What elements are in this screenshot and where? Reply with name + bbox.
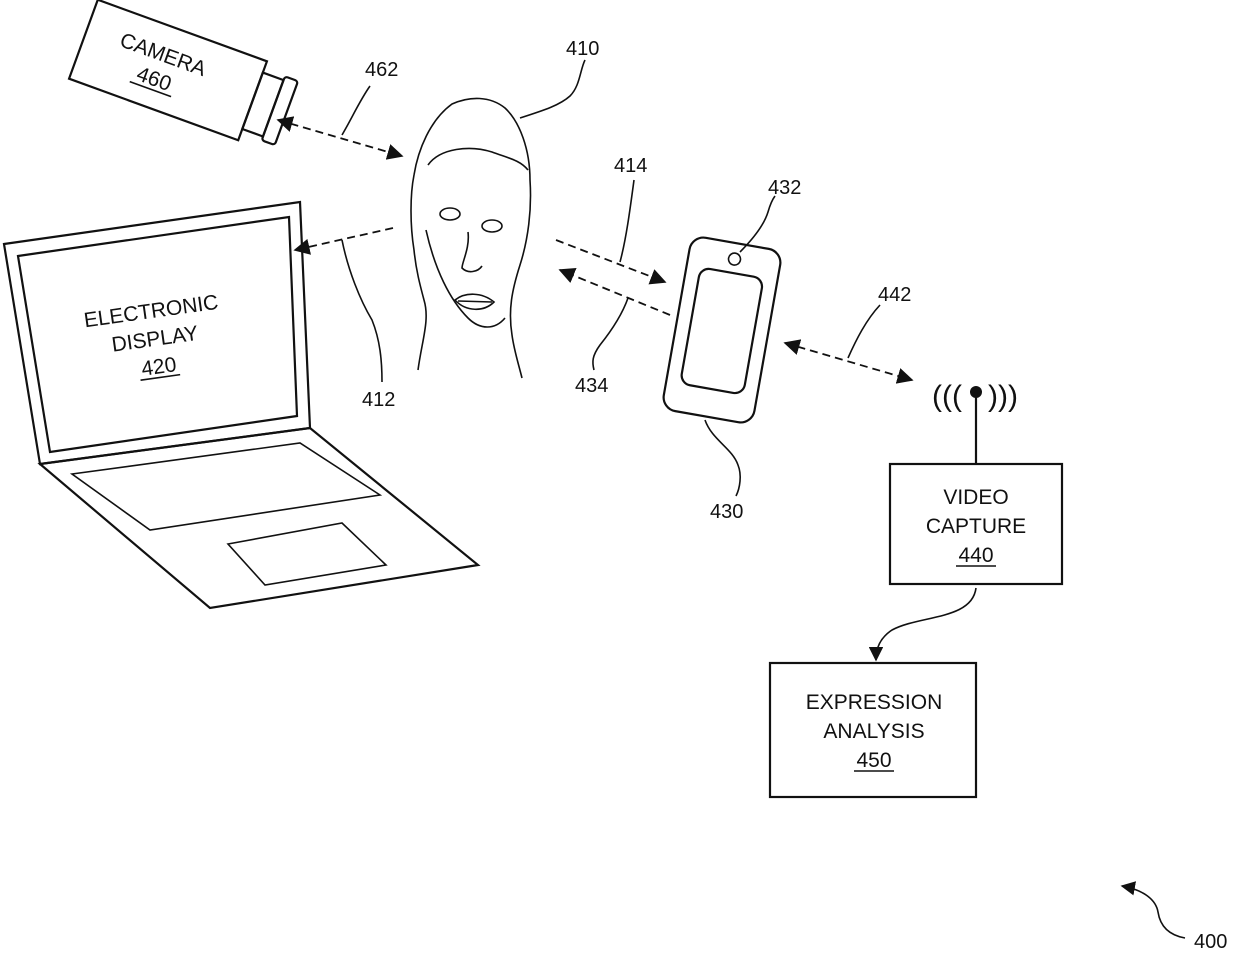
nose-icon xyxy=(462,232,482,272)
label-442: 442 xyxy=(878,284,911,306)
figure-ref-400: 400 xyxy=(1122,886,1227,953)
video-capture-line2: CAPTURE xyxy=(926,515,1026,538)
label-434: 434 xyxy=(575,375,608,397)
leader-line xyxy=(705,420,740,496)
phone-camera-icon xyxy=(728,252,742,266)
leader-line xyxy=(740,196,775,252)
expression-analysis-line2: ANALYSIS xyxy=(823,720,924,743)
expression-analysis-ref: 450 xyxy=(856,749,891,772)
label-414: 414 xyxy=(614,155,647,177)
right-eye-icon xyxy=(482,220,502,232)
keyboard-area xyxy=(72,443,380,530)
leader-line xyxy=(520,60,585,118)
phone-capture-link-442: 442 xyxy=(785,284,912,380)
camera-460: CAMERA 460 xyxy=(69,0,301,153)
hairline xyxy=(428,148,528,170)
camera-lens-mount xyxy=(242,73,283,137)
leader-line xyxy=(620,180,634,262)
label-430: 430 xyxy=(710,501,743,523)
video-capture-ref: 440 xyxy=(958,544,993,567)
camera-lens-icon xyxy=(262,76,298,145)
expression-analysis-450: EXPRESSION ANALYSIS 450 xyxy=(770,663,976,797)
label-432: 432 xyxy=(768,177,801,199)
signal-waves-right-icon: ))) xyxy=(988,380,1018,413)
keyboard-base xyxy=(40,428,478,608)
display-ref: 420 xyxy=(140,353,178,381)
laptop-display-420: ELECTRONIC DISPLAY 420 xyxy=(4,202,478,608)
face-410: 410 xyxy=(411,38,599,378)
video-capture-line1: VIDEO xyxy=(943,486,1008,509)
label-462: 462 xyxy=(365,59,398,81)
leader-line xyxy=(593,298,628,370)
touchpad xyxy=(228,523,386,585)
label-410: 410 xyxy=(566,38,599,60)
lip-line xyxy=(458,301,492,302)
display-title-line1: ELECTRONIC xyxy=(82,291,219,333)
jaw-line xyxy=(426,230,505,327)
curved-arrow-icon xyxy=(1122,886,1185,938)
camera-face-link-462: 462 xyxy=(278,59,402,156)
phone-body xyxy=(661,235,782,424)
signal-waves-left-icon: ((( xyxy=(932,380,962,413)
phone-430: 432 430 xyxy=(661,177,801,523)
video-capture-440: VIDEO CAPTURE 440 xyxy=(890,464,1062,584)
label-400: 400 xyxy=(1194,931,1227,953)
antenna-icon: ((( ))) xyxy=(932,380,1018,464)
leader-line xyxy=(848,305,880,358)
expression-analysis-line1: EXPRESSION xyxy=(806,691,943,714)
label-412: 412 xyxy=(362,389,395,411)
camera-body xyxy=(69,0,267,140)
double-arrow-icon xyxy=(785,343,912,380)
face-outline xyxy=(411,98,531,378)
leader-line xyxy=(342,240,382,382)
display-title-line2: DISPLAY xyxy=(110,322,200,357)
leader-line xyxy=(342,86,370,135)
phone-screen xyxy=(680,267,764,394)
arrow-down-icon xyxy=(876,588,976,660)
left-eye-icon xyxy=(440,208,460,220)
face-display-link-412: 412 xyxy=(295,228,395,411)
double-arrow-icon xyxy=(278,120,402,156)
face-phone-links: 414 434 xyxy=(556,155,670,397)
